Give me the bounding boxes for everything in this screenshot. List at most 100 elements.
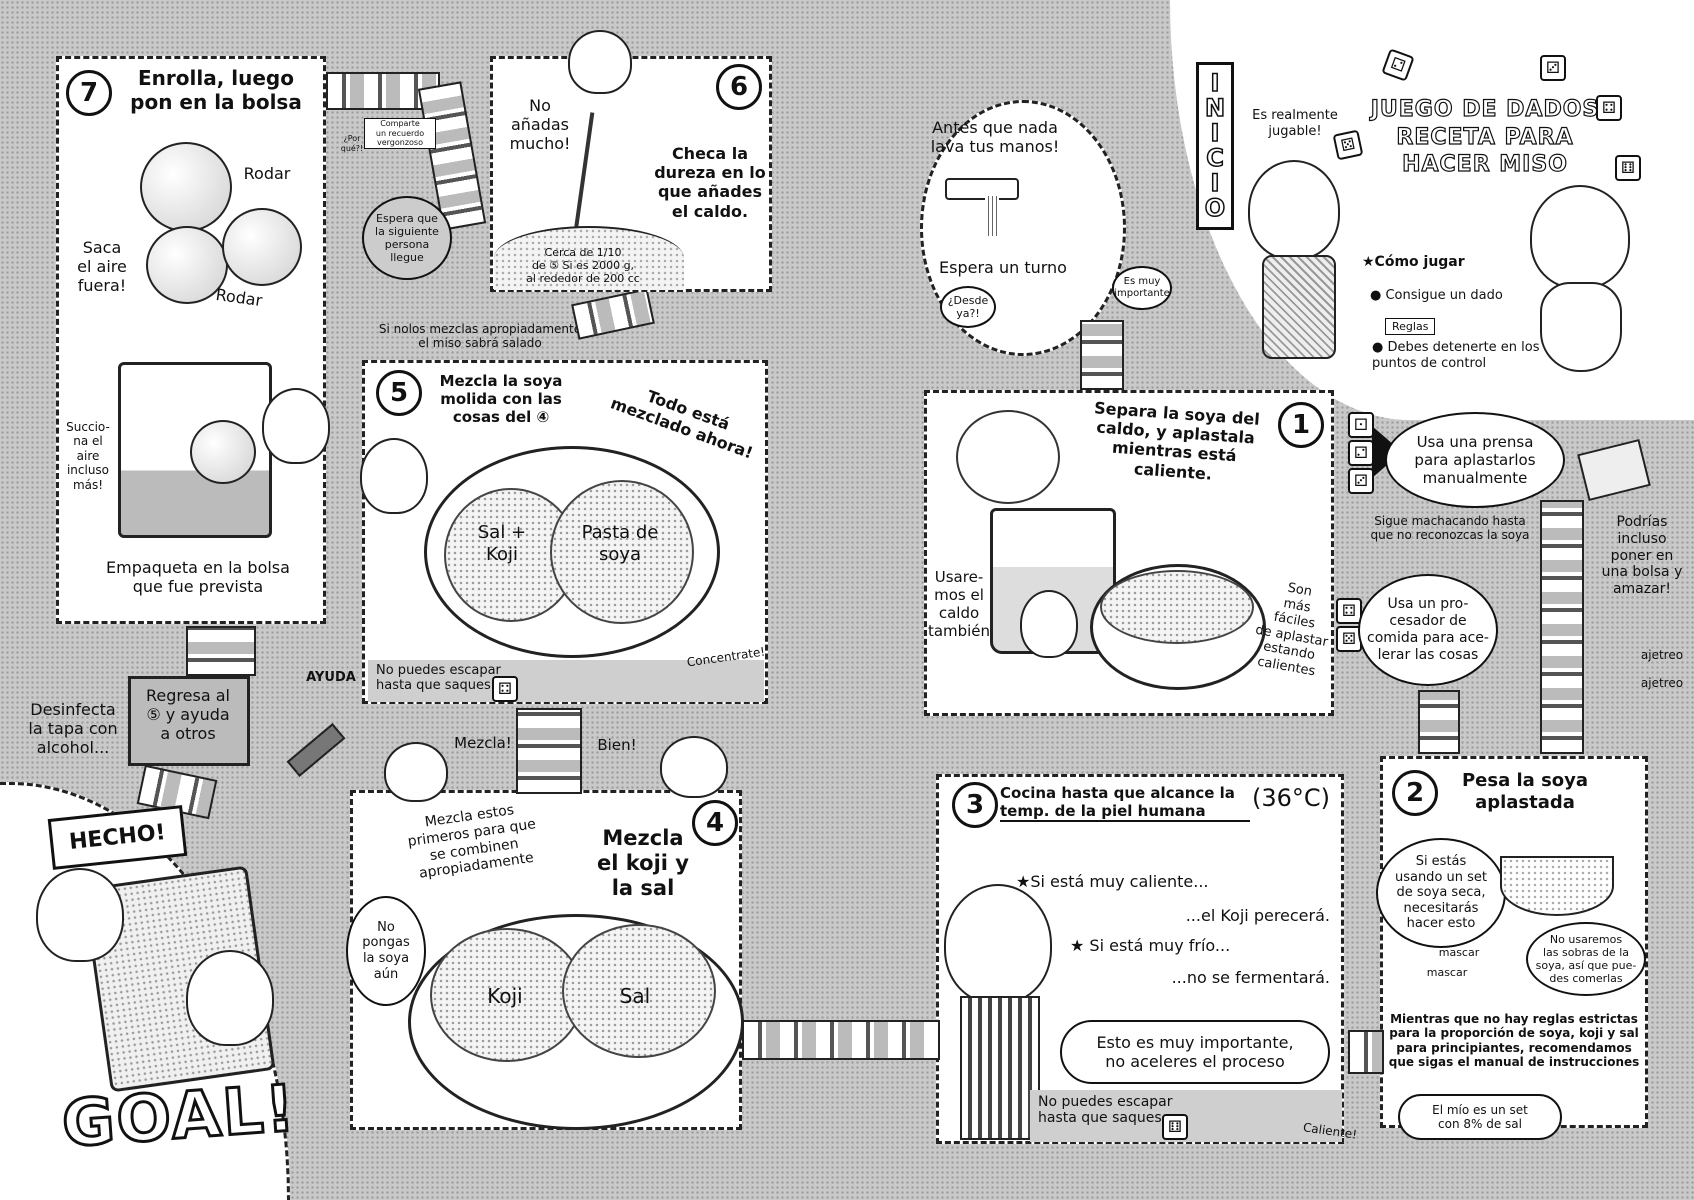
ajetreo-1: ajetreo: [1640, 648, 1684, 662]
muy-importante-bubble: Es muy importante: [1112, 266, 1172, 310]
game-title: JUEGO DE DADOS RECETA PARA HACER MISO: [1370, 96, 1600, 177]
how-to-play-heading: ★Cómo jugar: [1362, 254, 1465, 270]
miso-ball-bag: [190, 420, 256, 484]
wait-turn-text: Espera un turno: [939, 258, 1067, 277]
soy-beans: [1100, 570, 1254, 644]
path-branch-right: [1540, 500, 1584, 754]
step5-title: Mezcla la soya molida con las cosas del …: [439, 372, 563, 426]
step6-number: 6: [716, 64, 762, 110]
scale-icon: [1500, 856, 1614, 916]
step5-footer: No puedes escapar hasta que saques: [368, 660, 764, 702]
ajetreo-2: ajetreo: [1640, 676, 1684, 690]
step1-girl: [1020, 590, 1078, 658]
faucet-icon: [945, 178, 1019, 200]
air-out-text: Saca el aire fuera!: [77, 238, 127, 296]
girl-body: [1540, 282, 1622, 372]
step3-cold-result: ...no se fermentará.: [1171, 968, 1330, 987]
path-step4-step5: [516, 708, 582, 794]
step7-kid: [262, 388, 330, 464]
bag-text: Podrías incluso poner en una bolsa y ama…: [1601, 514, 1683, 598]
step4-kid-right: [660, 736, 728, 798]
mezcla-shout: Mezcla!: [454, 734, 512, 752]
wait-bubble: Espera que la siguiente persona llegue: [362, 196, 452, 280]
leftovers-bubble: No usaremos las sobras de la soya, así q…: [1526, 922, 1646, 996]
goal-kid-right: [186, 950, 274, 1046]
dice-branch-5: ⚄: [1336, 626, 1362, 652]
step5-right-mound: [550, 480, 694, 624]
boy-body: [1262, 255, 1336, 359]
step4-salt: Sal: [619, 984, 651, 1008]
dice-icon-3: ⚃: [1596, 95, 1622, 121]
dice-branch-3: ⚂: [1348, 468, 1374, 494]
help-arrow: [286, 723, 346, 777]
step3-temp: (36°C): [1251, 784, 1331, 812]
miso-ball-2: [146, 226, 228, 304]
step3-important: Esto es muy importante, no aceleres el p…: [1060, 1020, 1330, 1084]
dice-icon-5: ⚅: [1615, 155, 1641, 181]
bien-shout: Bien!: [597, 736, 637, 754]
step3-title: Cocina hasta que alcance la temp. de la …: [1000, 784, 1250, 822]
suck-text: Succio- na el aire incluso más!: [66, 420, 110, 492]
girl-character: [1530, 185, 1630, 289]
step1-number: 1: [1278, 402, 1324, 448]
jugable-text: Es realmente jugable!: [1252, 108, 1338, 139]
step7-panel: [56, 56, 326, 624]
path-branch-left: [1418, 690, 1460, 754]
step6-no-mucho: No añadas mucho!: [509, 96, 571, 154]
step4-title: Mezcla el koji y la sal: [597, 826, 689, 901]
path-step3-step4: [742, 1020, 940, 1060]
step1-side-right: Son más fáciles de aplastar estando cali…: [1254, 580, 1330, 680]
pack-text: Empaqueta en la bolsa que fue prevista: [106, 558, 290, 597]
teacher-apron: [960, 996, 1040, 1140]
keep-mashing-text: Sigue machacando hasta que no reconozcas…: [1370, 514, 1530, 543]
path-step5-step6: [571, 288, 655, 340]
how-to-play-item-1: ● Consigue un dado: [1370, 288, 1503, 303]
mascar-1: mascar: [1438, 946, 1480, 959]
step4-koji-mound: [430, 928, 584, 1062]
bag-icon: [1577, 438, 1651, 502]
step2-title: Pesa la soya aplastada: [1461, 770, 1589, 813]
step3-hot: ★Si está muy caliente...: [1016, 872, 1209, 891]
step4-kid-left: [384, 742, 448, 802]
step6-title: Checa la dureza en lo que añades el cald…: [654, 144, 766, 221]
step2-number: 2: [1392, 770, 1438, 816]
boy-character: [1248, 160, 1340, 260]
dice-branch-2: ⚁: [1348, 440, 1374, 466]
step4-no-soy: No pongas la soya aún: [346, 896, 426, 1006]
step7-number: 7: [66, 70, 112, 116]
step4-salt-mound: [562, 924, 716, 1058]
how-to-play-item-2: ● Debes detenerte en los puntos de contr…: [1372, 340, 1540, 371]
step6-bowl: [494, 226, 684, 290]
dice-branch-1: ⚀: [1348, 412, 1374, 438]
step3-footer-dice: ⚅: [1162, 1114, 1188, 1140]
disinfect-text: Desinfecta la tapa con alcohol...: [28, 700, 118, 758]
miso-ball-3: [222, 208, 302, 286]
step5-girl: [360, 438, 428, 514]
goal-kid-left: [36, 868, 124, 962]
step6-kid: [568, 30, 632, 94]
steam-cloud: [956, 410, 1060, 504]
wash-hands-text: Antes que nada lava tus manos!: [930, 118, 1060, 157]
rules-tag: Reglas: [1385, 318, 1436, 335]
step5-warning: Si nolos mezclas apropiadamente el miso …: [378, 322, 582, 351]
press-bubble: Usa una prensa para aplastarlos manualme…: [1385, 412, 1565, 508]
step3-teacher: [944, 884, 1052, 1004]
return-text: Regresa al ⑤ y ayuda a otros: [146, 686, 230, 744]
desde-ya-bubble: ¿Desde ya?!: [940, 286, 996, 328]
step3-cold: ★ Si está muy frío...: [1070, 936, 1231, 955]
step5-left-label: Sal + Koji: [477, 522, 527, 565]
step1-side-left: Usare- mos el caldo también: [927, 568, 991, 640]
shame-box: Comparte un recuerdo vergonzoso: [364, 118, 436, 149]
mine-bubble: El mío es un set con 8% de sal: [1398, 1094, 1562, 1140]
dice-icon-2: ⚂: [1540, 55, 1566, 81]
ayuda-text: AYUDA: [306, 670, 356, 685]
water-stream: [985, 196, 999, 236]
return-box: [128, 676, 250, 766]
step5-number: 5: [376, 370, 422, 416]
path-step7-help: [186, 626, 256, 676]
step5-right-label: Pasta de soya: [581, 522, 659, 565]
step5-footer-dice: ⚃: [492, 676, 518, 702]
miso-ball-1: [140, 142, 232, 232]
rodar-1: Rodar: [243, 164, 291, 183]
step2-note: Mientras que no hay reglas estrictas par…: [1388, 1012, 1640, 1070]
